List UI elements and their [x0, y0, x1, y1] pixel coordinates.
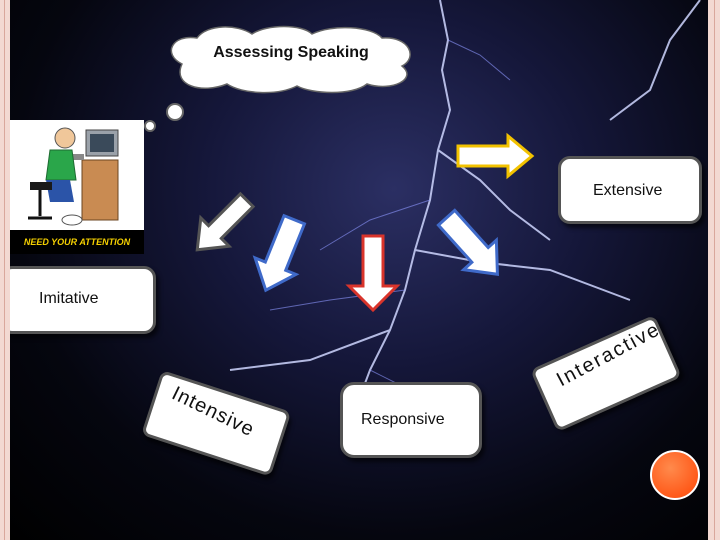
clipart-caption: NEED YOUR ATTENTION: [10, 230, 144, 254]
arrow-right-icon: [456, 132, 535, 180]
computer-user-clipart: NEED YOUR ATTENTION: [10, 120, 144, 254]
responsive-box: Responsive: [340, 382, 482, 458]
imitative-box: Imitative: [10, 266, 156, 334]
imitative-label: Imitative: [39, 290, 99, 307]
right-frame-line: [714, 0, 715, 540]
cloud-shape: [170, 25, 411, 94]
page-title: Assessing Speaking: [213, 44, 369, 61]
arrow-down-right-icon: [436, 208, 499, 276]
left-frame-line: [4, 0, 5, 540]
arrow-down-left-icon: [195, 191, 256, 252]
person-at-computer-icon: [28, 127, 119, 226]
arrow-down-icon: [345, 234, 401, 313]
thought-bubble-large: [166, 103, 184, 121]
arrows-layer: [195, 132, 535, 313]
extensive-label: Extensive: [593, 182, 663, 199]
responsive-label: Responsive: [361, 411, 445, 428]
extensive-box: Extensive: [558, 156, 702, 224]
slide-orange-circle: [650, 450, 700, 500]
slide-canvas: Assessing Speaking NEED YOUR ATTENTION: [10, 0, 708, 540]
thought-bubble-small: [144, 120, 156, 132]
title-cloud: Assessing Speaking: [162, 25, 420, 94]
arrow-down-left-blue-icon: [252, 213, 307, 293]
